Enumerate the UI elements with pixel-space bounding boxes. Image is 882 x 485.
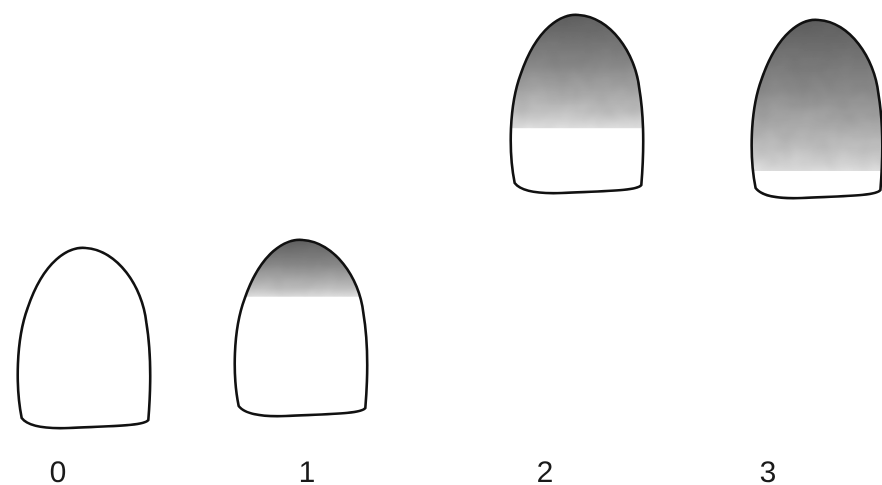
shading-fill bbox=[505, 13, 647, 128]
grade-label-2: 2 bbox=[537, 456, 554, 485]
grade-label-0: 0 bbox=[50, 456, 67, 485]
shading-fill bbox=[229, 238, 371, 297]
tooth-outline bbox=[18, 248, 151, 428]
tooth-grade-3 bbox=[746, 18, 882, 198]
tooth-grade-0 bbox=[18, 248, 151, 428]
tooth-grade-2 bbox=[505, 13, 647, 193]
shading-fill bbox=[746, 18, 882, 171]
grade-label-3: 3 bbox=[760, 456, 777, 485]
grade-label-1: 1 bbox=[299, 456, 316, 485]
tooth-grade-1 bbox=[229, 238, 371, 416]
